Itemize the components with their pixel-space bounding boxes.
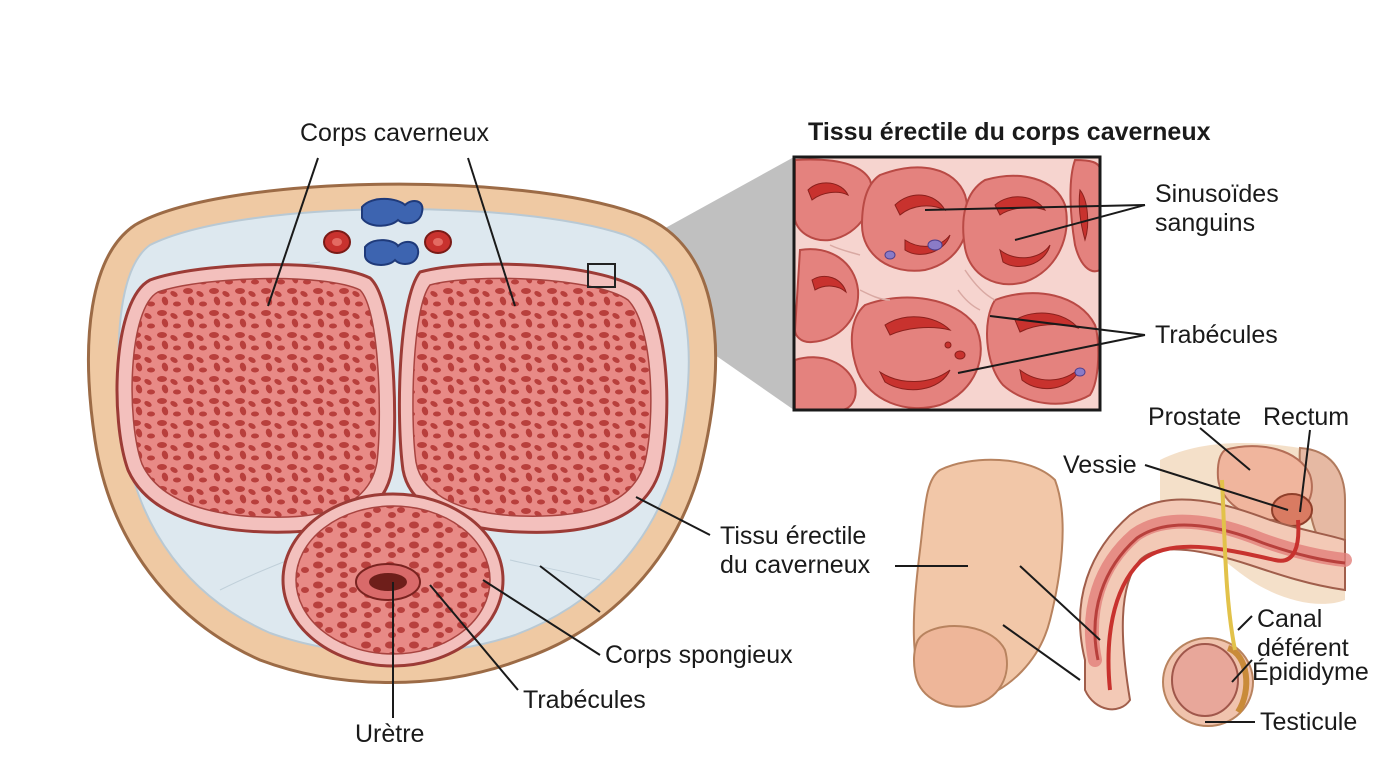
glans xyxy=(913,625,1008,708)
label-rectum: Rectum xyxy=(1263,403,1350,431)
zoom-frame xyxy=(792,155,1102,412)
inset-title: Tissu érectile du corps caverneux xyxy=(808,118,1211,146)
zoom-inset xyxy=(792,155,1102,412)
right-erectile-tissue xyxy=(412,277,652,517)
vas-deferens xyxy=(1220,479,1237,651)
dorsal-vein xyxy=(361,197,424,227)
penis-cross-section xyxy=(87,182,718,684)
prostate xyxy=(1271,493,1313,527)
sinusoid-chamber xyxy=(860,166,970,272)
label-sinusoides: Sinusoïdes sanguins xyxy=(1155,180,1279,237)
leader-lines xyxy=(267,157,1311,723)
deep-dorsal-vein xyxy=(364,239,420,266)
zoom-region-marker xyxy=(587,263,616,288)
testicle xyxy=(1171,643,1239,717)
epididymis xyxy=(1226,645,1250,714)
label-corps-caverneux: Corps caverneux xyxy=(300,119,489,147)
label-uretre: Urètre xyxy=(355,720,425,748)
label-testicule: Testicule xyxy=(1260,708,1358,736)
label-corps-spongieux: Corps spongieux xyxy=(605,641,793,669)
label-trabecules-zoom: Trabécules xyxy=(1155,321,1278,349)
sagittal-anatomy xyxy=(912,443,1352,727)
label-epididyme: Épididyme xyxy=(1252,658,1369,686)
left-erectile-tissue xyxy=(131,277,381,518)
label-vessie: Vessie xyxy=(1063,451,1137,479)
label-trabecules-section: Trabécules xyxy=(523,686,646,714)
label-tissu-erectile: Tissu érectile du caverneux xyxy=(720,522,871,579)
urethra-lumen xyxy=(369,573,407,591)
label-prostate: Prostate xyxy=(1148,403,1242,431)
urethra-path xyxy=(1106,519,1301,691)
label-canal-deferent: Canal déférent xyxy=(1257,605,1349,662)
